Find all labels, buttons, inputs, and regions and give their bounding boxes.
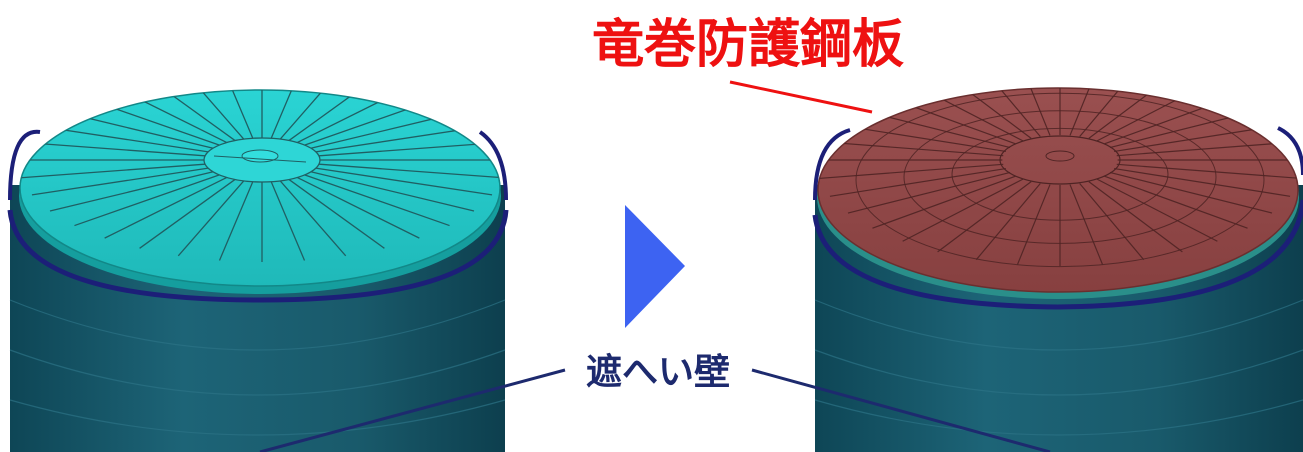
plate-rafter-line <box>1116 163 1298 180</box>
rafter-line <box>218 90 254 139</box>
plate-rafter-line <box>872 175 1017 229</box>
rafter-line <box>288 178 385 249</box>
rafter-line <box>20 141 211 157</box>
plate-rafter-line <box>1109 171 1273 214</box>
plate-rafter-line <box>1016 88 1051 136</box>
left-hub-line <box>213 155 307 163</box>
rafter-line <box>270 181 306 261</box>
rafter-line <box>139 90 236 142</box>
plate-rafter-line <box>1069 184 1104 265</box>
rafter-line <box>295 176 420 239</box>
left-roof-center-cap <box>241 149 279 163</box>
rafter-line <box>279 180 347 257</box>
protective-plate-center-cap <box>1045 150 1075 162</box>
left-shield-wall-front-rim <box>7 209 509 303</box>
plate-rafter-line <box>1096 178 1218 242</box>
plate-rafter-line <box>1103 175 1248 229</box>
protective-plate-center <box>999 135 1121 185</box>
plate-rafter-line <box>1079 88 1145 137</box>
rafter-line <box>218 181 254 261</box>
shield-wall-leader-line-right <box>751 368 1051 452</box>
protective-plate-label: 竜巻防護鋼板 <box>592 15 904 75</box>
protective-plate-leader-line <box>729 80 873 114</box>
left-tank <box>7 89 509 452</box>
left-shield-wall-rim <box>8 129 508 201</box>
plate-rafter-line <box>1116 140 1298 157</box>
plate-rafter-line <box>1069 88 1104 136</box>
protective-plate-rafters <box>818 88 1298 267</box>
rafter-line <box>288 90 385 142</box>
plate-rafter-line <box>937 88 1032 139</box>
plate-rafter-line <box>902 178 1024 242</box>
rafter-line <box>49 170 217 212</box>
right-body-seams <box>814 299 1303 436</box>
rafter-line <box>313 141 500 157</box>
plate-rafter-line <box>829 167 1006 197</box>
shield-wall-leader-line-left <box>259 368 566 452</box>
plate-rafter-line <box>1114 167 1291 197</box>
plate-rafter-line <box>937 181 1032 253</box>
rafter-line <box>31 166 213 196</box>
plate-rafter-line <box>1088 88 1183 139</box>
plate-rafter-line <box>818 163 1004 180</box>
rafter-line <box>177 180 245 257</box>
plate-rafter-line <box>818 140 1004 157</box>
protective-plate <box>817 87 1299 293</box>
shield-wall-label: 遮へい壁 <box>586 352 730 393</box>
right-shield-wall-front-rim <box>812 199 1303 310</box>
rafter-line <box>307 170 475 212</box>
left-body-seams <box>9 299 506 436</box>
plate-rafter-line <box>975 183 1041 261</box>
rafter-line <box>20 163 211 179</box>
rafter-line <box>270 90 306 139</box>
plate-rafter-line <box>1079 183 1145 261</box>
plate-rafter-line <box>1088 181 1183 253</box>
rafter-line <box>279 90 347 140</box>
transform-arrow-icon <box>625 205 685 328</box>
rafter-line <box>177 90 245 140</box>
rafter-line <box>311 166 493 196</box>
rafter-line <box>139 178 236 249</box>
plate-rafter-line <box>975 88 1041 137</box>
plate-rafter-line <box>847 171 1011 214</box>
rafter-line <box>74 173 222 227</box>
right-tank <box>812 87 1303 452</box>
rafter-line <box>302 173 450 227</box>
rafter-line <box>104 176 229 239</box>
left-roof <box>19 89 501 287</box>
plate-rafter-line <box>1016 184 1051 265</box>
rafter-line <box>313 163 500 179</box>
